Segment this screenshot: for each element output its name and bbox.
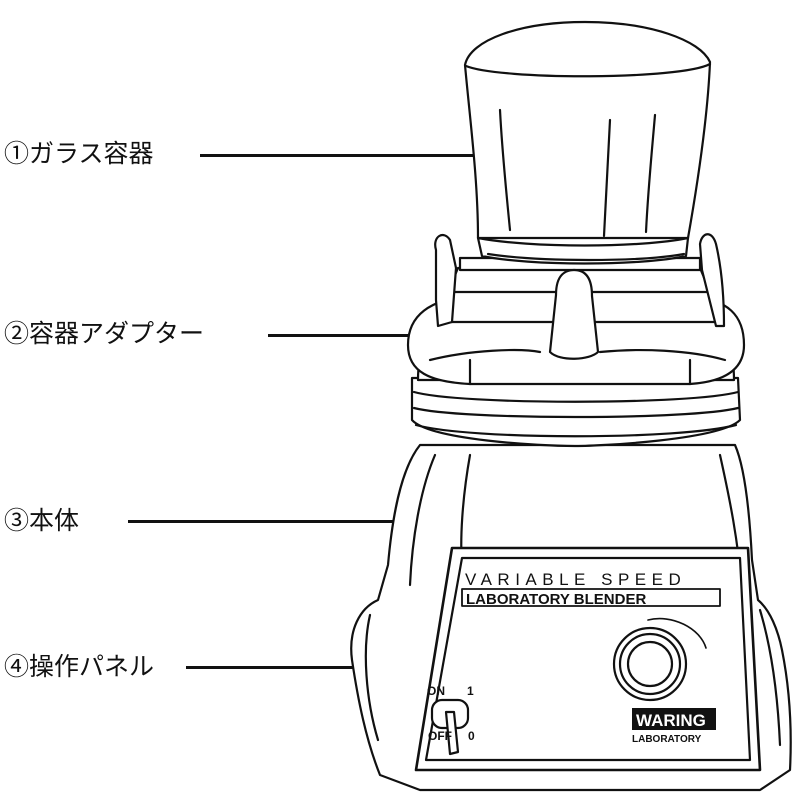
panel-product-name: LABORATORY BLENDER <box>466 591 646 608</box>
control-panel: VARIABLE SPEED LABORATORY BLENDER ON 1 O… <box>414 546 762 772</box>
callout-label-container-adapter: ②容器アダプター <box>4 319 205 348</box>
switch-off-number: 0 <box>468 729 475 743</box>
switch-on-label: ON <box>427 684 445 698</box>
leader-line-main-body <box>128 520 431 523</box>
brand-name: WARING <box>636 711 706 730</box>
waring-logo: WARING LABORATORY <box>632 708 716 745</box>
callout-label-control-panel: ④操作パネル <box>4 652 155 681</box>
glass-container <box>463 20 712 265</box>
container-adapter <box>406 233 746 386</box>
brand-subtitle: LABORATORY <box>632 734 702 745</box>
speed-dial <box>612 617 707 702</box>
leader-line-glass-container <box>200 154 483 157</box>
callout-label-glass-container: ①ガラス容器 <box>4 139 154 168</box>
switch-off-label: OFF <box>428 729 452 743</box>
leader-line-container-adapter <box>268 334 513 337</box>
power-toggle-switch: ON 1 OFF 0 <box>427 684 475 756</box>
callout-label-main-body: ③本体 <box>4 506 80 535</box>
switch-on-number: 1 <box>467 684 474 698</box>
panel-speed-title: VARIABLE SPEED <box>465 570 686 589</box>
leader-line-control-panel <box>186 666 448 669</box>
